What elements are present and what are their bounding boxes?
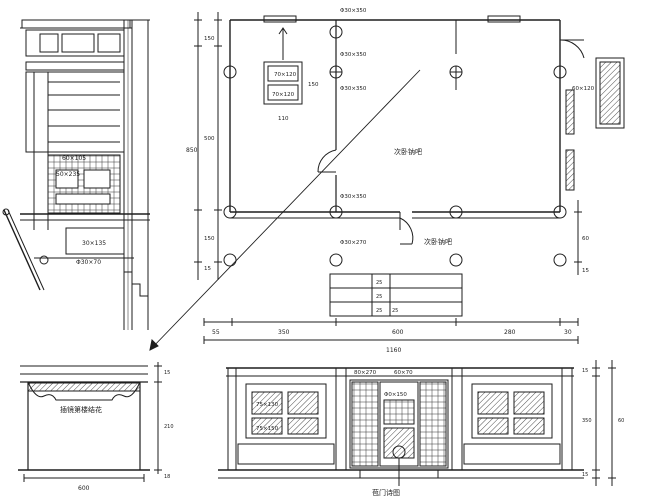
room-label-hall: 次卧钠吧	[424, 237, 452, 246]
elev-dim-total: 1160	[386, 347, 401, 354]
col-tag-2: Φ30×350	[340, 52, 367, 58]
dim-left-c: 150	[204, 236, 215, 242]
elevation-drawing	[218, 360, 616, 486]
elevation-labels: 55 350 600 280 30 1160 80×270 60×70 Φ0×1…	[212, 329, 624, 497]
detail-dim-side-a: 15	[164, 370, 170, 376]
door-dim: 110	[278, 116, 289, 122]
elevation-caption: 苞门诗图	[372, 488, 400, 497]
left-tag-4: Φ30×70	[76, 259, 101, 266]
dim-left-a: 150	[204, 36, 215, 42]
col-tag-1: Φ30×350	[340, 8, 367, 14]
col-tag-4: Φ30×350	[340, 194, 367, 200]
step-dim-3: 25	[376, 308, 382, 314]
elev-tag-top-left: 80×270	[354, 370, 377, 376]
room-label-main: 次卧钠吧	[394, 147, 422, 156]
left-tag-3: 30×135	[82, 240, 106, 247]
elev-dim-e: 30	[564, 329, 572, 336]
floor-plan	[149, 12, 625, 351]
dim-left-b: 500	[204, 136, 215, 142]
dim-left-d: 15	[204, 266, 211, 272]
elev-dim-d: 280	[504, 329, 516, 336]
dim-right-b: 15	[582, 268, 589, 274]
detail-dim-side-b: 210	[164, 424, 174, 430]
left-section-labels: 60×105 50×235 30×135 Φ30×70	[56, 155, 106, 266]
floor-plan-labels: 次卧钠吧 次卧钠吧 70×120 70×120 60×120 Φ30×350 Φ…	[186, 8, 595, 314]
elev-dim-b: 350	[278, 329, 290, 336]
dim-left-total: 850	[186, 147, 198, 154]
step-dim-1: 25	[376, 280, 382, 286]
window-tag-3: 60×120	[572, 86, 595, 92]
elev-dim-right-d: 15	[582, 472, 588, 478]
dim-right-a: 60	[582, 236, 589, 242]
step-dim-2: 25	[376, 294, 382, 300]
elev-dim-right-a: 15	[582, 368, 588, 374]
elev-tag-mid: Φ0×150	[384, 392, 407, 398]
col-tag-5: Φ30×270	[340, 240, 367, 246]
left-tag-2: 50×235	[56, 171, 80, 178]
window-tag-2: 70×120	[272, 92, 295, 98]
elev-dim-a: 55	[212, 329, 220, 336]
left-section-drawing	[2, 19, 150, 330]
window-tag-1: 70×120	[274, 72, 297, 78]
elev-dim-c: 600	[392, 329, 404, 336]
elev-tag-top-mid: 60×70	[394, 370, 413, 376]
left-tag-1: 60×105	[62, 155, 86, 162]
elev-tag-win-1: 75×130	[256, 402, 279, 408]
detail-dim-side-c: 18	[164, 474, 170, 480]
step-dim-4: 25	[392, 308, 398, 314]
detail-dim-bottom: 600	[78, 485, 90, 492]
detail-caption: 插镜第楼结花	[60, 405, 102, 414]
elev-dim-right-b: 350	[582, 418, 592, 424]
side-dim: 150	[308, 82, 319, 88]
elev-tag-win-2: 75×150	[256, 426, 279, 432]
detail-drawing	[18, 362, 162, 482]
elev-dim-right-c: 60	[618, 418, 624, 424]
detail-labels: 插镜第楼结花 600 15 210 18	[60, 370, 174, 492]
col-tag-3: Φ30×350	[340, 86, 367, 92]
